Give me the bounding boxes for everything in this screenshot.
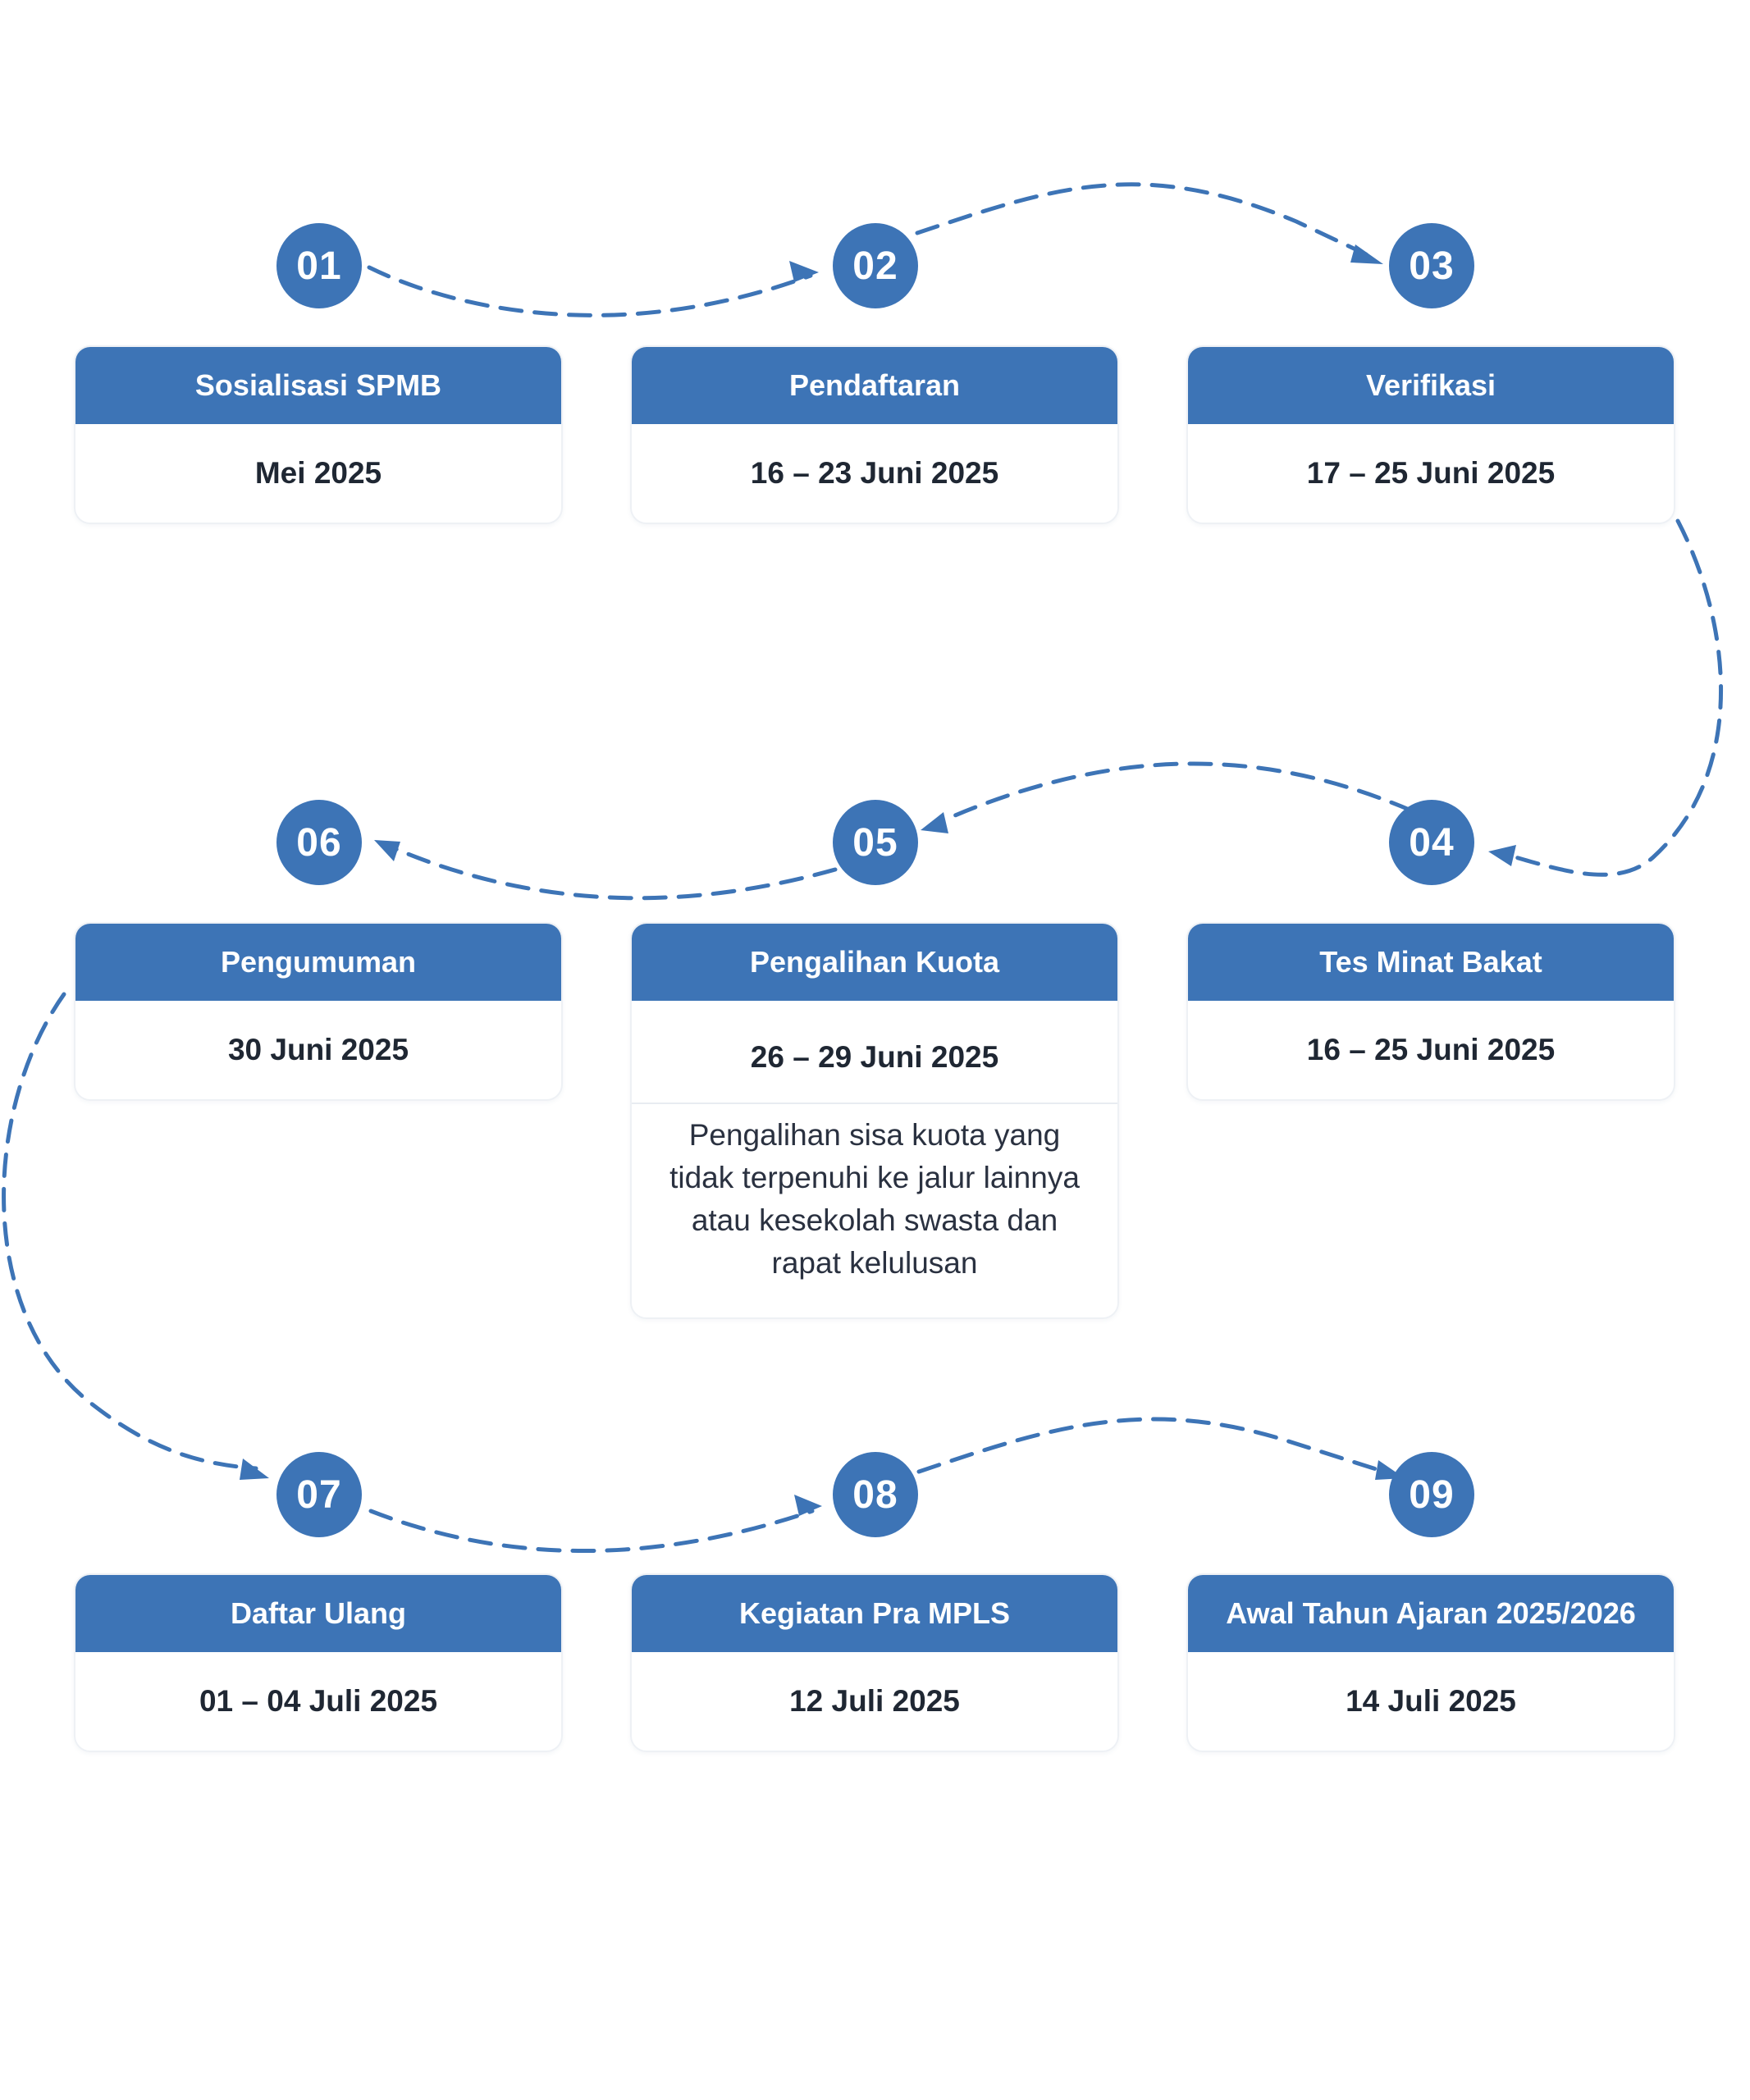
arrowhead-to-06	[374, 840, 400, 861]
connector-03-04	[1499, 518, 1723, 877]
step-08-badge: 08	[833, 1452, 918, 1537]
step-05-card: Pengalihan Kuota 26 – 29 Juni 2025 Penga…	[630, 922, 1119, 1319]
step-09-title: Awal Tahun Ajaran 2025/2026	[1188, 1575, 1674, 1652]
step-03-badge: 03	[1389, 223, 1474, 308]
step-06-title: Pengumuman	[75, 924, 561, 1001]
step-02-title: Pendaftaran	[632, 347, 1117, 424]
step-01-title: Sosialisasi SPMB	[75, 347, 561, 424]
step-07-badge: 07	[276, 1452, 362, 1537]
step-07-date: 01 – 04 Juli 2025	[199, 1684, 438, 1718]
connector-08-09	[916, 1417, 1389, 1475]
connector-01-02	[367, 265, 813, 317]
connector-04-05	[941, 761, 1414, 823]
step-01-badge: 01	[276, 223, 362, 308]
step-06-card: Pengumuman 30 Juni 2025	[74, 922, 563, 1101]
step-09-badge: 09	[1389, 1452, 1474, 1537]
step-07-card: Daftar Ulang 01 – 04 Juli 2025	[74, 1573, 563, 1752]
connector-06-07	[2, 992, 258, 1471]
step-03-title: Verifikasi	[1188, 347, 1674, 424]
arrowhead-to-03	[1350, 244, 1383, 264]
arrowhead-to-02	[789, 261, 819, 282]
arrowhead-to-08	[794, 1495, 822, 1516]
step-05-description: Pengalihan sisa kuota yang tidak terpenu…	[669, 1118, 1080, 1280]
arrowhead-to-04	[1488, 845, 1516, 866]
step-04-title: Tes Minat Bakat	[1188, 924, 1674, 1001]
step-03-card: Verifikasi 17 – 25 Juni 2025	[1186, 345, 1675, 524]
step-02-badge: 02	[833, 223, 918, 308]
step-07-title: Daftar Ulang	[75, 1575, 561, 1652]
step-08-card: Kegiatan Pra MPLS 12 Juli 2025	[630, 1573, 1119, 1752]
arrowhead-to-07	[240, 1459, 269, 1480]
step-02-date: 16 – 23 Juni 2025	[750, 456, 999, 490]
step-05-title: Pengalihan Kuota	[632, 924, 1117, 1001]
step-01-card: Sosialisasi SPMB Mei 2025	[74, 345, 563, 524]
step-05-badge: 05	[833, 800, 918, 885]
connector-05-06	[391, 846, 838, 901]
step-02-card: Pendaftaran 16 – 23 Juni 2025	[630, 345, 1119, 524]
arrowhead-to-05	[921, 812, 948, 833]
step-01-date: Mei 2025	[254, 456, 382, 490]
step-04-date: 16 – 25 Juni 2025	[1306, 1033, 1556, 1066]
step-06-badge: 06	[276, 800, 362, 885]
step-06-date: 30 Juni 2025	[227, 1033, 409, 1066]
step-05-date: 26 – 29 Juni 2025	[632, 1001, 1117, 1104]
step-03-date: 17 – 25 Juni 2025	[1306, 456, 1556, 490]
step-09-card: Awal Tahun Ajaran 2025/2026 14 Juli 2025	[1186, 1573, 1675, 1752]
step-04-badge: 04	[1389, 800, 1474, 885]
step-08-date: 12 Juli 2025	[789, 1684, 960, 1718]
step-04-card: Tes Minat Bakat 16 – 25 Juni 2025	[1186, 922, 1675, 1101]
step-09-date: 14 Juli 2025	[1346, 1684, 1516, 1718]
connector-07-08	[368, 1509, 815, 1554]
step-08-title: Kegiatan Pra MPLS	[632, 1575, 1117, 1652]
connector-02-03	[915, 182, 1368, 257]
